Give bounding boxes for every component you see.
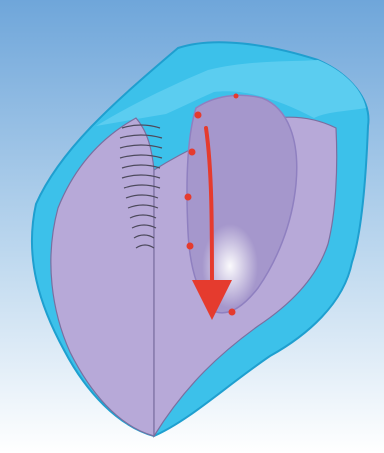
illustration-canvas <box>0 0 384 453</box>
cutaway-bone-illustration <box>0 0 384 453</box>
